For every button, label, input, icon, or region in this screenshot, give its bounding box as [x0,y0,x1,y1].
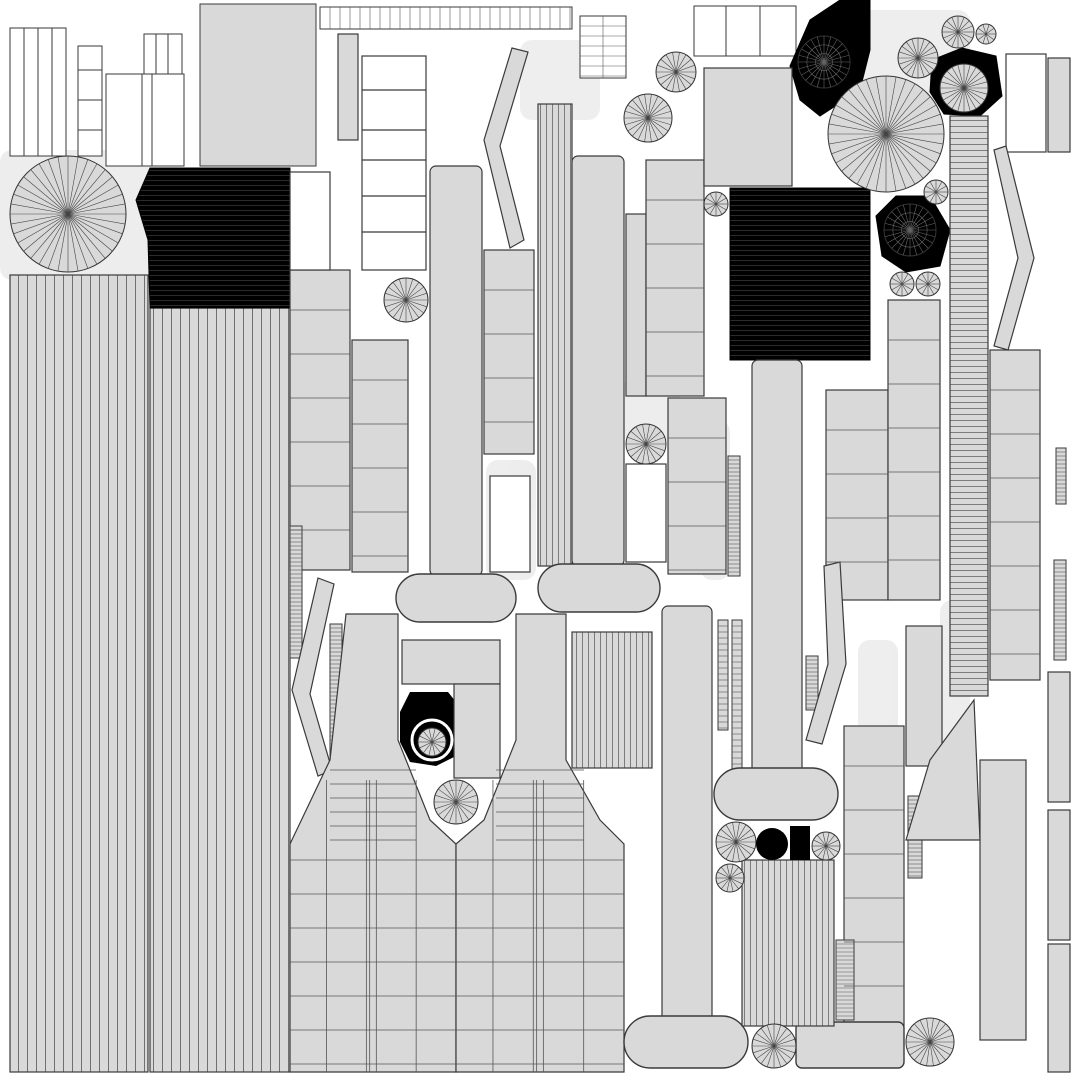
wheel-cap [923,179,949,205]
wheel-cap [889,271,915,297]
wheel-cap [417,727,447,757]
wheel-cap [827,75,945,193]
wheel-cap [751,1023,797,1069]
ladder-strip [1055,447,1067,505]
wheel-cap [941,15,975,49]
ladder-strips [329,7,626,78]
top-left-small-parts [9,3,797,167]
ladder-strip [805,655,819,711]
ladder-strip [289,525,303,659]
wheel-cap [383,277,429,323]
wheel-cap [811,831,841,861]
ladder-strip [717,619,729,731]
wheel-cap [975,23,997,45]
hatched-panels [571,631,835,1027]
wheel-cap [433,779,479,825]
ladder-strip [731,619,743,771]
bottom-flared-panels [289,613,1027,1073]
wheel-cap [9,155,127,273]
wheel-cap [897,37,939,79]
left-plank-strips [9,274,291,1073]
ladder-strip [1053,559,1067,661]
wheel-cap [703,191,729,217]
ladder-strip [727,455,741,577]
black-hub [410,718,810,860]
wheel-cap [655,51,697,93]
wheel-cap [715,863,745,893]
column-strips [289,33,1071,1073]
radial-wheel-caps [9,15,997,1069]
wheel-cap [715,821,757,863]
ladder-strips [289,447,1067,1021]
ladder-strip [835,939,855,1021]
wheel-cap [905,1017,955,1067]
rounded-bars [395,563,905,1069]
wheel-cap [939,63,989,113]
wheel-cap [625,423,667,465]
wheel-cap [883,203,937,257]
wheel-cap [797,35,851,89]
wheel-cap [623,93,673,143]
wheel-cap [915,271,941,297]
